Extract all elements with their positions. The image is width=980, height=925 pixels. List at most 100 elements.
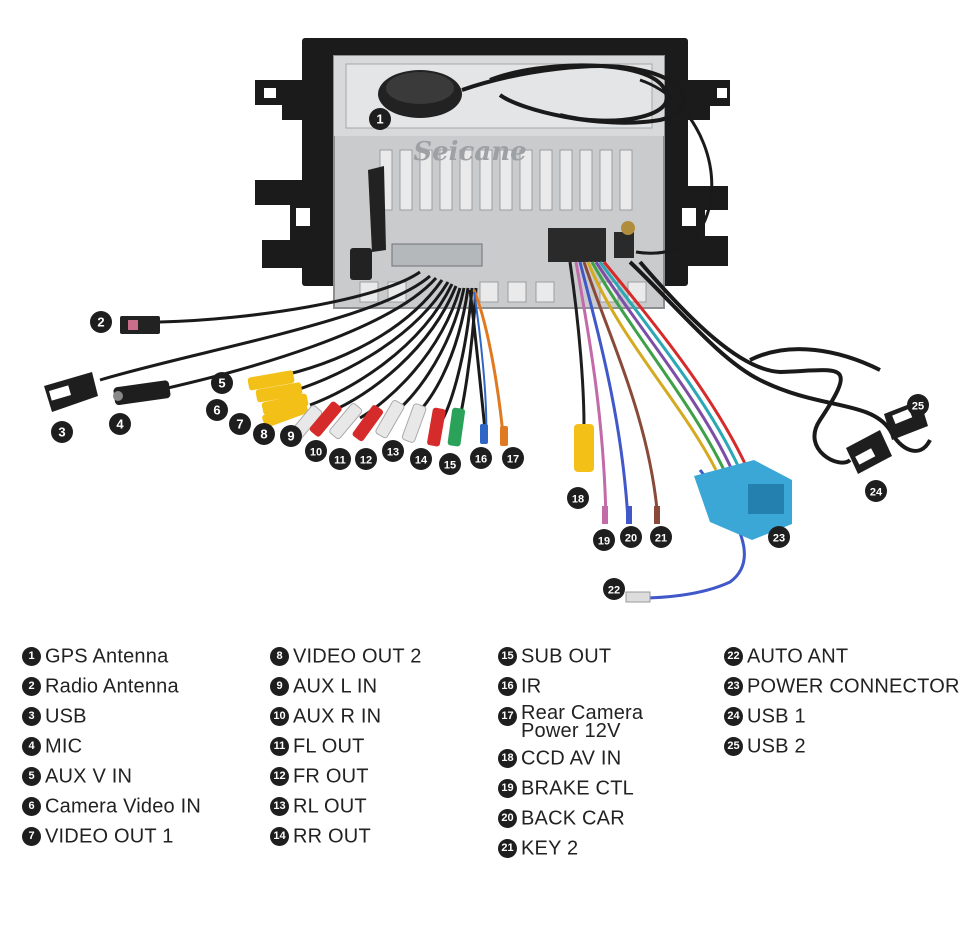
legend-number: 5	[22, 767, 41, 787]
legend-label: VIDEO OUT 2	[293, 646, 422, 668]
legend-label-line: MIC	[45, 735, 83, 758]
legend-label-line: FR OUT	[293, 765, 369, 788]
legend-number: 13	[270, 797, 289, 817]
callout-number: 25	[912, 401, 924, 413]
legend-number: 17	[498, 707, 517, 727]
legend-label-line: FL OUT	[293, 735, 365, 758]
callout-23: 23	[768, 526, 790, 548]
legend-number: 3	[22, 707, 41, 727]
legend-label: MIC	[45, 736, 82, 758]
callout-number: 2	[97, 315, 104, 330]
legend-label: CCD AV IN	[521, 748, 621, 770]
legend-label-line: AUX L IN	[293, 675, 378, 698]
legend-label-line: BACK CAR	[521, 807, 625, 830]
callout-8: 8	[253, 423, 275, 445]
callout-number: 21	[655, 533, 667, 545]
callout-2: 2	[90, 311, 112, 333]
gps-antenna	[378, 63, 714, 255]
callout-number: 24	[870, 487, 883, 499]
callout-number: 23	[773, 533, 785, 545]
legend-label-line: AUX V IN	[45, 765, 133, 788]
legend-label-line: Rear Camera	[521, 702, 644, 724]
legend-label-line: Camera Video IN	[45, 795, 202, 818]
callout-20: 20	[620, 526, 642, 548]
legend-number: 6	[22, 797, 41, 817]
callout-16: 16	[470, 447, 492, 469]
callout-number: 1	[376, 112, 383, 127]
auto-ant-plug	[625, 591, 651, 603]
callout-3: 3	[51, 421, 73, 443]
callout-number: 13	[387, 447, 399, 459]
callout-number: 20	[625, 533, 637, 545]
callout-number: 10	[310, 447, 322, 459]
legend-label-line: GPS Antenna	[45, 645, 169, 668]
callout-number: 17	[507, 454, 519, 466]
legend-label: FL OUT	[293, 736, 365, 758]
usb-plug	[44, 372, 98, 412]
legend-label-line: CCD AV IN	[521, 747, 622, 770]
legend-label: KEY 2	[521, 838, 578, 860]
legend-label: Camera Video IN	[45, 796, 201, 818]
legend-label-line: RR OUT	[293, 825, 371, 848]
legend-label-line: BRAKE CTL	[521, 777, 634, 800]
callout-7: 7	[229, 413, 251, 435]
legend-number: 2	[22, 677, 41, 697]
legend-number: 14	[270, 827, 289, 847]
callout-14: 14	[410, 448, 432, 470]
callout-number: 3	[58, 425, 65, 440]
callout-10: 10	[305, 440, 327, 462]
legend-label-line: USB 1	[747, 705, 806, 728]
legend-label-line: KEY 2	[521, 837, 579, 860]
callout-6: 6	[206, 399, 228, 421]
legend-label: SUB OUT	[521, 646, 611, 668]
legend-number: 20	[498, 809, 517, 829]
legend-number: 8	[270, 647, 289, 667]
legend-label: IR	[521, 676, 541, 698]
legend-number: 11	[270, 737, 289, 757]
mic-plug	[113, 380, 171, 406]
legend-label-line: SUB OUT	[521, 645, 612, 668]
callout-21: 21	[650, 526, 672, 548]
legend-label: AUTO ANT	[747, 646, 848, 668]
callout-number: 4	[116, 417, 124, 432]
callout-number: 6	[213, 403, 220, 418]
legend-label: AUX V IN	[45, 766, 132, 788]
legend-label-line: POWER CONNECTOR	[747, 675, 960, 698]
legend-label: RL OUT	[293, 796, 367, 818]
radio-antenna-plug	[120, 316, 160, 334]
legend-number: 10	[270, 707, 289, 727]
callout-number: 8	[260, 427, 267, 442]
callout-number: 16	[475, 454, 487, 466]
callout-13: 13	[382, 440, 404, 462]
callout-9: 9	[280, 425, 302, 447]
brand-watermark: Seicane	[413, 137, 526, 167]
callout-number: 5	[218, 376, 225, 391]
legend-number: 22	[724, 647, 743, 667]
callout-number: 9	[287, 429, 294, 444]
legend-label-line: AUTO ANT	[747, 645, 849, 668]
legend-number: 16	[498, 677, 517, 697]
legend-number: 18	[498, 749, 517, 769]
legend-label: FR OUT	[293, 766, 369, 788]
legend-number: 1	[22, 647, 41, 667]
legend-label: USB	[45, 706, 87, 728]
